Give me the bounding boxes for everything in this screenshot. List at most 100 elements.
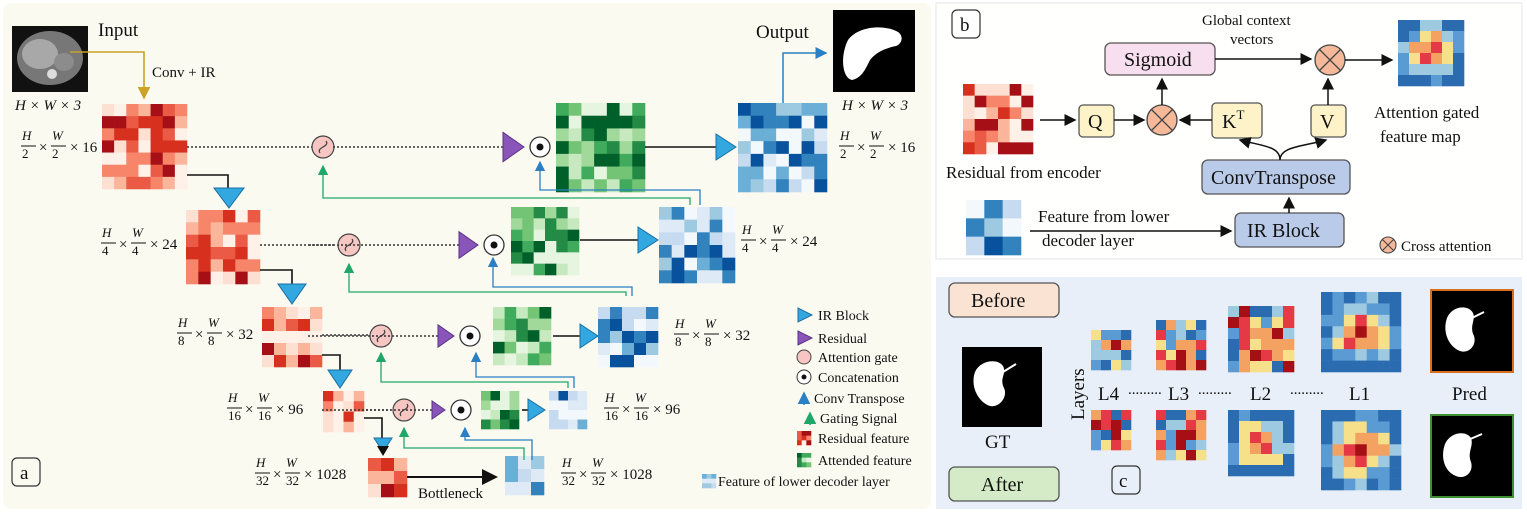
svg-text:×: ×	[119, 237, 127, 253]
grid-cell	[1091, 440, 1102, 451]
panel-a-tag: a	[20, 463, 29, 484]
svg-text:16: 16	[258, 408, 272, 423]
grid-cell	[1239, 339, 1251, 351]
grid-cell	[659, 270, 672, 284]
grid-cell	[776, 115, 790, 129]
grid-cell	[998, 84, 1010, 96]
grid-cell	[797, 435, 802, 441]
grid-cell	[1091, 430, 1102, 441]
grid-cell	[1389, 478, 1402, 491]
svg-text:8: 8	[705, 334, 712, 349]
grid-cell	[102, 176, 115, 190]
grid-cell	[1002, 236, 1022, 256]
grid-cell	[1343, 421, 1356, 434]
grid-cell	[1250, 443, 1262, 455]
grid-cell	[738, 166, 752, 180]
dim-label-enc-3: H8×W8× 32	[177, 315, 253, 348]
grid-cell	[1228, 339, 1240, 351]
grid-cell	[1355, 337, 1368, 350]
grid-cell	[1321, 455, 1333, 468]
grid-cell	[1239, 443, 1251, 455]
grid-cell	[353, 421, 365, 433]
grid-cell	[1420, 31, 1432, 43]
svg-text:× 24: × 24	[150, 237, 178, 253]
grid-cell	[1442, 64, 1454, 76]
grid-cell	[138, 164, 151, 178]
grid-cell	[598, 307, 611, 320]
grid-cell	[333, 411, 344, 423]
grid-cell	[310, 319, 323, 332]
grid-cell	[1355, 432, 1368, 445]
grid-cell	[788, 141, 802, 155]
grid-cell	[684, 270, 698, 284]
layer-label-l4: L4	[1098, 384, 1120, 405]
grid-cell	[556, 128, 570, 142]
grid-cell	[1431, 31, 1443, 43]
grid-cell	[598, 343, 611, 356]
grid-cell	[1343, 444, 1356, 457]
ir-block-label: IR Block	[1247, 220, 1320, 242]
grid-cell	[706, 474, 712, 479]
grid-cell	[619, 141, 633, 155]
grid-cell	[247, 247, 261, 260]
grid-cell	[1272, 361, 1284, 373]
grid-cell	[1332, 455, 1345, 468]
grid-cell	[1272, 421, 1284, 433]
grid-cell	[709, 207, 723, 220]
grid-cell	[1166, 350, 1177, 361]
grid-cell	[1431, 53, 1443, 65]
grid-cell	[1196, 360, 1207, 371]
grid-cell	[223, 247, 236, 260]
grid-cell	[1261, 361, 1273, 373]
grid-cell	[1283, 339, 1295, 351]
after-label: After	[981, 474, 1024, 496]
grid-cell	[1398, 75, 1410, 87]
grid-cell	[274, 307, 287, 320]
grid-cell	[102, 116, 115, 129]
grid-cell	[1442, 20, 1454, 32]
layers-label: Layers	[1068, 368, 1089, 420]
grid-cell	[162, 176, 176, 190]
grid-cell	[814, 128, 828, 142]
grid-cell	[247, 210, 261, 223]
grid-cell	[1332, 467, 1345, 479]
grid-cell	[801, 435, 807, 441]
grid-cell	[1156, 320, 1167, 331]
grid-cell	[632, 115, 646, 129]
grid-cell	[174, 152, 188, 166]
grid-cell	[1366, 410, 1379, 422]
legend-item-lower-decoder-feature: Feature of lower decoder layer	[702, 474, 890, 490]
grid-cell	[1398, 31, 1410, 43]
grid-cell	[1111, 360, 1122, 371]
grid-cell	[1442, 75, 1454, 87]
grid-cell	[776, 179, 790, 193]
grid-cell	[286, 319, 299, 332]
grid-cell	[568, 419, 578, 430]
grid-cell	[333, 421, 344, 433]
grid-cell	[581, 179, 595, 193]
grid-cell	[622, 355, 635, 368]
grid-cell	[1121, 350, 1132, 361]
grid-cell	[1176, 320, 1187, 331]
legend-label: Residual	[818, 332, 867, 347]
grid-cell	[963, 130, 975, 143]
grid-cell	[1398, 64, 1410, 76]
grid-cell	[1176, 450, 1187, 461]
svg-text:W: W	[132, 225, 144, 240]
attended-map-l3	[493, 307, 552, 366]
grid-cell	[186, 259, 199, 272]
grid-cell	[709, 257, 723, 271]
v-label: V	[1320, 111, 1335, 133]
grid-cell	[1283, 432, 1295, 444]
grid-cell	[1101, 430, 1112, 441]
grid-cell	[1366, 478, 1379, 491]
grid-cell	[697, 232, 710, 246]
grid-cell	[114, 116, 127, 129]
residual-from-encoder-label: Residual from encoder	[946, 163, 1101, 182]
grid-cell	[556, 166, 570, 180]
grid-cell	[684, 245, 698, 258]
grid-cell	[223, 210, 236, 223]
grid-cell	[162, 164, 176, 178]
